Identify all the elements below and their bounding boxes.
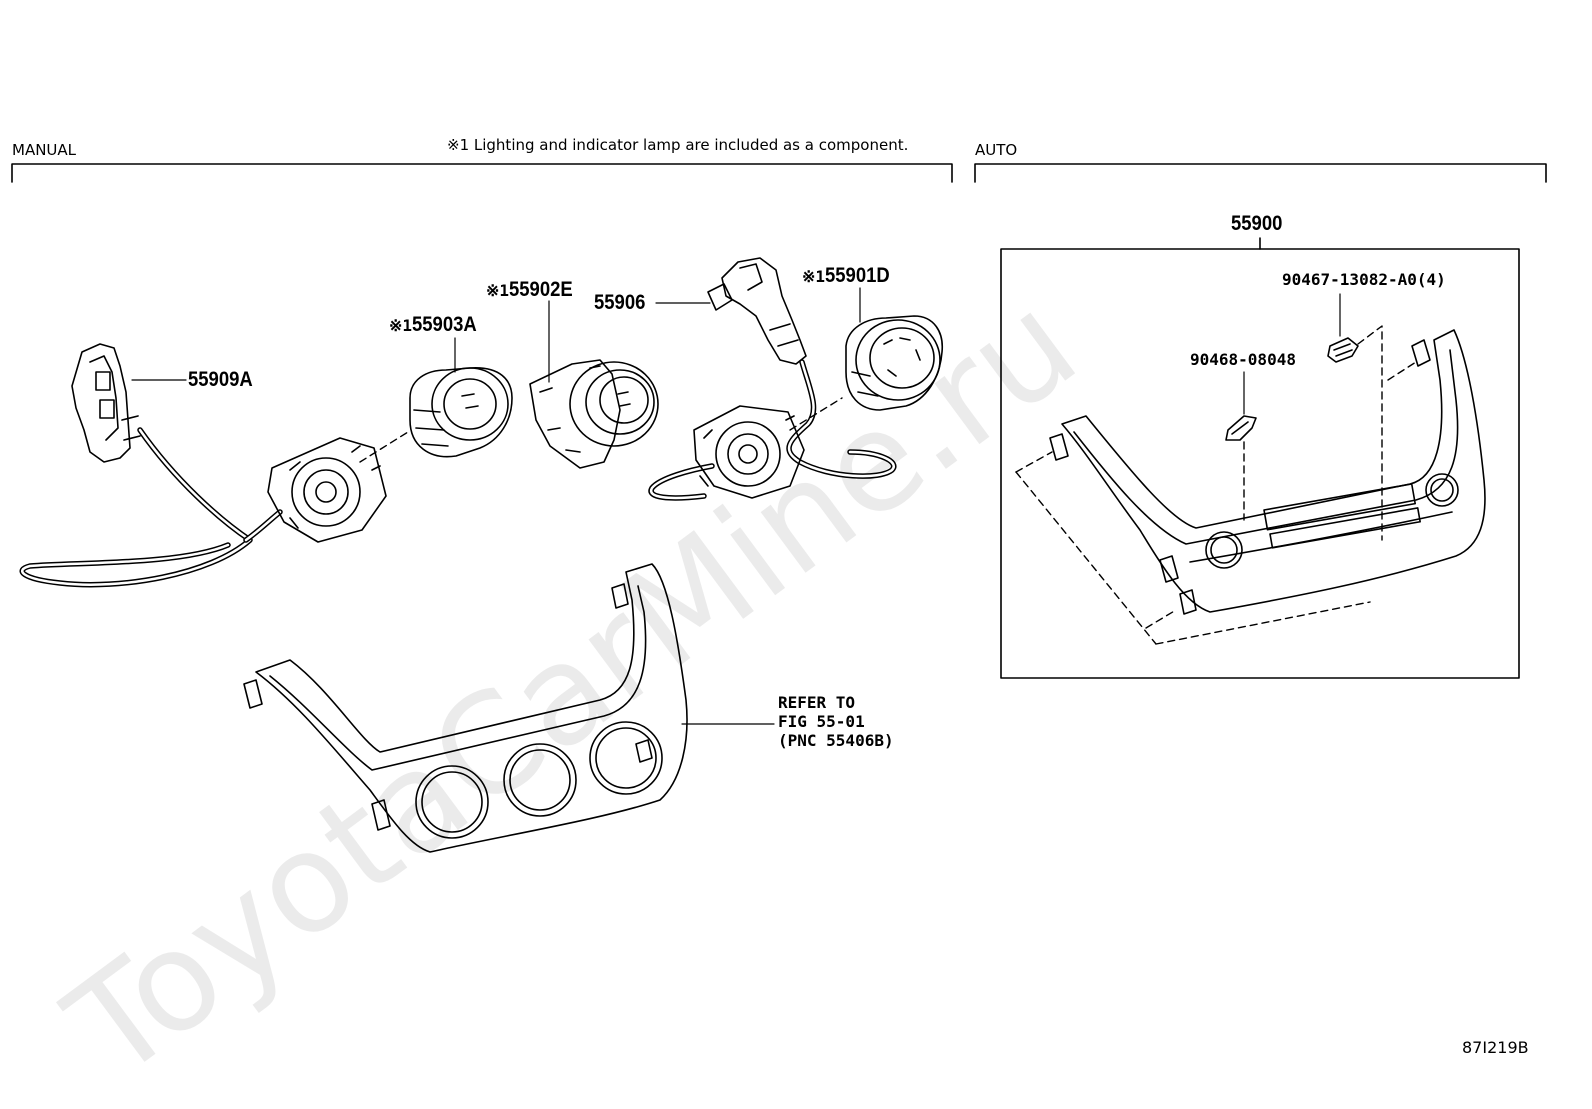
refer-line-1: REFER TO <box>778 693 856 712</box>
refer-line-2: FIG 55-01 <box>778 712 865 731</box>
refer-line-3: (PNC 55406B) <box>778 731 894 750</box>
clip-90467-illustration <box>1327 337 1359 363</box>
dash-55906 <box>789 397 843 431</box>
part-label-55903a: 55903A <box>412 313 477 336</box>
part-label-55901d: 55901D <box>825 264 890 287</box>
manual-bezel-illustration <box>243 563 688 853</box>
clip-90468-illustration <box>1225 415 1257 441</box>
part-label-90467: 90467-13082-A0(4) <box>1282 270 1446 289</box>
knob-55901d-illustration <box>845 315 943 411</box>
refer-to-note: REFER TO FIG 55-01 (PNC 55406B) <box>778 693 894 750</box>
harness-55909a-illustration <box>19 343 387 588</box>
knob-55902e-illustration <box>529 359 659 469</box>
part-label-90468: 90468-08048 <box>1190 350 1296 369</box>
part-callout-55903a: ※155903A <box>389 314 486 335</box>
harness-55906-illustration <box>648 257 897 501</box>
part-label-55902e: 55902E <box>509 278 573 301</box>
part-callout-55902e: ※155902E <box>486 279 581 300</box>
auto-section-bracket <box>974 163 1547 183</box>
mark-1: ※1 <box>389 316 413 335</box>
component-note: ※1 Lighting and indicator lamp are inclu… <box>447 136 909 154</box>
auto-section-label: AUTO <box>975 141 1018 159</box>
assembly-55900-box <box>1000 248 1520 679</box>
mark-1: ※1 <box>486 281 510 300</box>
auto-dashed-lines <box>1015 325 1417 645</box>
part-label-55900: 55900 <box>1231 212 1283 235</box>
mark-1: ※1 <box>802 267 826 286</box>
dash-55909a <box>359 431 409 463</box>
manual-section-label: MANUAL <box>12 141 77 159</box>
part-label-55906: 55906 <box>594 291 646 314</box>
manual-section-bracket <box>11 163 953 183</box>
knob-55903a-illustration <box>409 367 513 458</box>
part-callout-55901d: ※155901D <box>802 265 899 286</box>
illustration-code: 87I219B <box>1462 1038 1529 1057</box>
auto-panel-illustration <box>1049 329 1486 615</box>
part-label-55909a: 55909A <box>188 368 253 391</box>
